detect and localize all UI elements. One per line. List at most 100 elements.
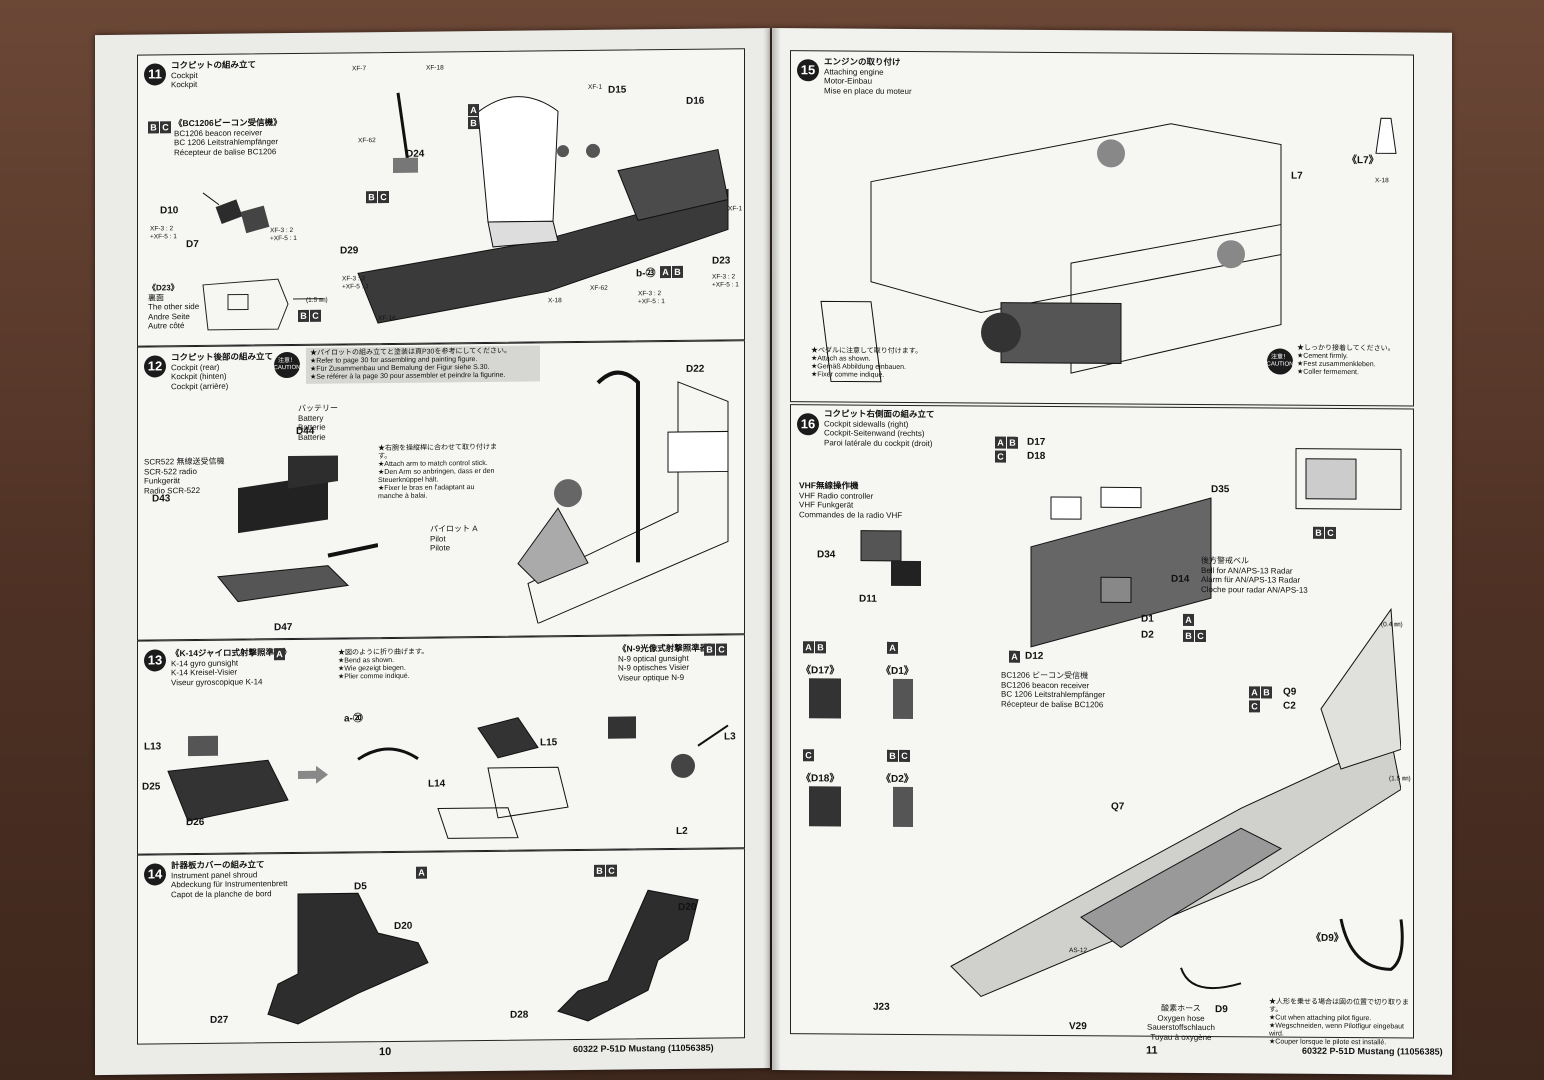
d17-d1-detail-drawing bbox=[809, 678, 913, 719]
gunsight-assembly-drawing bbox=[357, 716, 729, 839]
paint-code: XF-18 bbox=[426, 64, 444, 72]
d9-detail-drawing bbox=[1339, 918, 1404, 971]
paint-code: X-18 bbox=[1375, 177, 1389, 185]
part-label-j23: J23 bbox=[873, 1001, 890, 1013]
part-label-d20: D20 bbox=[678, 901, 697, 913]
measure-label: (1.5 ㎜) bbox=[1389, 775, 1411, 783]
k14-gunsight-drawing bbox=[167, 735, 289, 822]
caution-icon: 注意！ CAUTION bbox=[274, 351, 301, 379]
part-label-d17: D17 bbox=[1027, 436, 1046, 448]
cockpit-floor-drawing bbox=[357, 92, 729, 324]
pilot-cockpit-drawing bbox=[517, 370, 729, 625]
paint-code: XF-1 bbox=[728, 205, 743, 213]
part-label-l13: L13 bbox=[144, 741, 162, 753]
part-label-d22: D22 bbox=[686, 363, 705, 375]
part-label-l15: L15 bbox=[540, 737, 558, 749]
pilot-caption: パイロット A Pilot Pilote bbox=[430, 524, 478, 553]
vhf-caption: VHF無線操作機 VHF Radio controller VHF Funkge… bbox=[799, 480, 903, 520]
step-title: コクピット後部の組み立て Cockpit (rear) Kockpit (hin… bbox=[171, 351, 274, 391]
page-number: 10 bbox=[379, 1045, 392, 1059]
part-label-d16: D16 bbox=[686, 95, 705, 107]
step-number: 11 bbox=[144, 63, 166, 86]
d23-backside-drawing bbox=[202, 278, 323, 331]
page-footer-code: 60322 P-51D Mustang (11056385) bbox=[573, 1042, 714, 1055]
version-code: C bbox=[803, 749, 814, 762]
part-label-d44: D44 bbox=[296, 425, 315, 437]
part-label-v29: V29 bbox=[1069, 1021, 1087, 1033]
part-label-q7: Q7 bbox=[1111, 801, 1125, 813]
part-label-as12: AS-12 bbox=[1069, 947, 1088, 955]
part-label-d28: D28 bbox=[510, 1009, 529, 1021]
d23-backside-caption: 《D23》 裏面 The other side Andre Seite Autr… bbox=[148, 283, 200, 331]
part-label-d7: D7 bbox=[186, 238, 199, 251]
page-footer-code: 60322 P-51D Mustang (11056385) bbox=[1302, 1045, 1443, 1057]
step-number: 12 bbox=[144, 355, 166, 378]
step-number: 16 bbox=[797, 413, 819, 436]
cut-note: ★人形を乗せる場合は図の位置で切り取ります。 ★Cut when attachi… bbox=[1269, 998, 1409, 1047]
b23-label: b-㉓ bbox=[636, 268, 656, 280]
part-label-d14: D14 bbox=[1171, 573, 1190, 585]
beacon-receiver-caption: 《BC1206ビーコン受信機》 BC1206 beacon receiver B… bbox=[174, 117, 282, 157]
rear-frame-drawing bbox=[1295, 448, 1402, 510]
part-label-d5: D5 bbox=[354, 881, 367, 893]
paint-code: X-18 bbox=[548, 297, 562, 305]
part-label-d34: D34 bbox=[817, 549, 836, 561]
version-code: A bbox=[887, 641, 898, 654]
step-15-panel: 15 エンジンの取り付け Attaching engine Motor-Einb… bbox=[790, 50, 1414, 407]
step-13-panel: 13 《K-14ジャイロ式射撃照準器》 K-14 gyro gunsight K… bbox=[137, 634, 745, 855]
step-12-panel: 12 コクピット後部の組み立て Cockpit (rear) Kockpit (… bbox=[137, 340, 745, 641]
part-label-c2: C2 bbox=[1283, 700, 1296, 712]
paint-mix: XF-3 : 2 +XF-5 : 1 bbox=[342, 275, 369, 290]
engine-fuselage-drawing bbox=[820, 123, 1282, 383]
measure-label: (0.4 ㎜) bbox=[1381, 621, 1403, 629]
part-label-d43: D43 bbox=[152, 493, 171, 505]
part-label-d26: D26 bbox=[186, 816, 205, 829]
arrow-icon bbox=[298, 765, 328, 784]
caution-icon: 注意！ CAUTION bbox=[1267, 348, 1294, 375]
part-label-d20: D20 bbox=[394, 920, 413, 932]
shroud-a-drawing bbox=[267, 892, 429, 1025]
right-page: 15 エンジンの取り付け Attaching engine Motor-Einb… bbox=[772, 28, 1452, 1075]
d18-d2-detail-drawing bbox=[809, 786, 913, 827]
part-label-l3: L3 bbox=[724, 731, 736, 743]
part-label-d27: D27 bbox=[210, 1014, 229, 1026]
paint-mix: XF-3 : 2 +XF-5 : 1 bbox=[638, 290, 665, 305]
oxygen-hose-caption: 酸素ホース Oxygen hose Sauerstoffschlauch Tuy… bbox=[1147, 1003, 1215, 1042]
measure-label: (1.5 ㎜) bbox=[306, 296, 328, 304]
step-number: 14 bbox=[144, 863, 166, 886]
fuselage-sidewall-drawing bbox=[950, 607, 1401, 998]
part-label-d15: D15 bbox=[608, 84, 627, 96]
part-label-d10: D10 bbox=[160, 205, 179, 217]
part-label-d11: D11 bbox=[859, 593, 877, 605]
l7-detail-drawing bbox=[1375, 117, 1397, 154]
pedal-note: ★ペダルに注意して取り付けます。 ★Attach as shown. ★Gemä… bbox=[811, 347, 923, 379]
page-number: 11 bbox=[1146, 1044, 1158, 1057]
paint-mix: XF-3 : 2 +XF-5 : 1 bbox=[150, 225, 177, 240]
part-label-l14: L14 bbox=[428, 778, 446, 790]
paint-code: XF-62 bbox=[358, 137, 376, 145]
paint-mix: XF-3 : 2 +XF-5 : 1 bbox=[270, 226, 297, 242]
part-label-d47: D47 bbox=[274, 622, 293, 634]
version-code: C bbox=[995, 450, 1006, 463]
part-label-q9: Q9 bbox=[1283, 686, 1297, 698]
step-number: 13 bbox=[144, 649, 166, 672]
version-code: A bbox=[274, 648, 285, 661]
k14-caption: 《K-14ジャイロ式射撃照準器》 K-14 gyro gunsight K-14… bbox=[171, 647, 291, 687]
paint-code: XF-62 bbox=[590, 284, 608, 292]
vhf-controller-drawing bbox=[860, 530, 921, 587]
step-16-panel: 16 コクピット右側面の組み立て Cockpit sidewalls (righ… bbox=[790, 404, 1414, 1046]
cement-note: ★しっかり接着してください。 ★Cement firmly. ★Fest zus… bbox=[1297, 344, 1395, 377]
step-title: コクピットの組み立て Cockpit Kockpit bbox=[171, 59, 257, 90]
paint-code: XF-16 bbox=[378, 314, 396, 323]
